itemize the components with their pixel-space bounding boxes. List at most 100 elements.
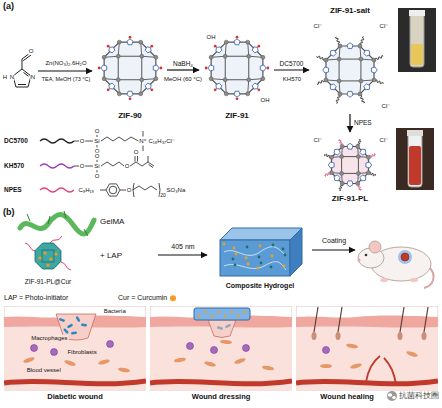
chemical-structure: [148, 156, 149, 162]
mof-cage-shape: [347, 181, 353, 187]
mof-cage-shape: [107, 88, 110, 91]
mof-cage-shape: [98, 67, 101, 70]
panel-letter: (a): [3, 2, 14, 12]
mof-cage-shape: [98, 36, 163, 101]
mof-cage-shape: [140, 54, 144, 58]
mof-cage-shape: [154, 55, 158, 59]
wound-panel-shape: [296, 326, 438, 390]
chemical-structure: [133, 186, 158, 190]
loaded-cage: [42, 250, 54, 262]
wound-panel-shape: [234, 357, 247, 365]
hydrogel-block-shape: [232, 258, 235, 261]
mof-cage-shape: [139, 92, 143, 96]
mof-cage-shape: [358, 92, 362, 96]
mof-cage-shape: [208, 65, 214, 71]
node-label: Diabetic wound: [46, 393, 103, 401]
mof-cage-shape: [214, 88, 217, 91]
mof-cage-shape: [159, 67, 162, 70]
mof-cage-shape: [330, 155, 334, 159]
mof-cage-shape: [339, 59, 361, 81]
wound-panel-shape: [150, 306, 292, 390]
wound-panel-shape: [211, 347, 218, 354]
chemical-structure: [101, 162, 124, 166]
mof-cage-shape: [260, 65, 266, 71]
wound-panel: BacteriaMacrophagesFibroblastsBlood vess…: [4, 306, 146, 404]
mof-cage-shape: [312, 4, 388, 112]
chemical-structure: [120, 190, 126, 191]
loaded-cage: [43, 251, 46, 254]
mouse: [369, 241, 381, 253]
loaded-cage: [38, 256, 41, 259]
mof-cage-shape: [252, 47, 258, 53]
wound-panel-shape: [422, 332, 427, 340]
mof-cage-shape: [366, 171, 370, 175]
mof-cage-shape: [372, 78, 376, 82]
mof-cage-shape: [337, 57, 341, 61]
wound-panel-shape: [107, 341, 114, 348]
chemical-structure: [143, 131, 144, 137]
mof-cage-shape: [247, 54, 251, 58]
aldehyde-molecule: [23, 55, 31, 61]
mof-cage-shape: [216, 83, 222, 89]
mof-cage-shape: [347, 43, 353, 49]
hydrogel-block-shape: [284, 254, 287, 257]
wound-panel-shape: [51, 349, 58, 356]
node-label: Bacteria: [103, 308, 127, 315]
wound-panel-shape: [23, 356, 36, 364]
vial-photo: [407, 130, 423, 136]
mof-cage-shape: [127, 91, 133, 97]
material-label: GelMA: [100, 218, 124, 227]
vial-photo: [396, 8, 436, 190]
mof-cage-shape: [246, 92, 250, 96]
chemical-structure: [97, 135, 98, 138]
atom-label: O: [79, 163, 85, 170]
gelma-chain: [20, 214, 94, 234]
mof-cage-shape: [332, 147, 369, 184]
mof-cage-shape: [117, 40, 121, 44]
hydrogel-block-shape: [258, 256, 261, 259]
hydrogel-block-shape: [223, 243, 226, 246]
hydrogel-block-shape: [259, 245, 262, 248]
mof-cage: ZIF-91-salt: [312, 4, 388, 112]
reagent-label: KH570: [283, 76, 301, 83]
mof-cage-shape: [366, 162, 372, 168]
mof-cage-shape: [224, 40, 228, 44]
wound-panel-shape: [118, 367, 131, 373]
wound-panel-shape: [296, 306, 438, 390]
note-label: LAP = Photo-initiator: [4, 294, 68, 302]
mof-cage-shape: [116, 78, 120, 82]
atom-label: O: [133, 149, 139, 156]
mouse: [410, 278, 418, 282]
wound-panel-shape: [320, 364, 332, 368]
reagent-label: DC5700: [280, 60, 304, 67]
hydrogel-block-shape: [290, 228, 302, 276]
repeat-number: 20: [160, 193, 167, 199]
mof-cage-shape: [257, 45, 260, 48]
hydrogel-block-shape: [233, 247, 236, 250]
aldehyde-molecule: [18, 84, 26, 85]
hydrogel-block-shape: [220, 228, 302, 276]
wound-panel-shape: [81, 323, 87, 327]
wound-panel-shape: [211, 315, 214, 318]
ion-label: Cl⁻: [381, 103, 391, 110]
vial-photo: [409, 10, 425, 16]
mof-cage-shape: [338, 92, 342, 96]
legend-text: Cur = Curcumin: [118, 294, 167, 302]
mouse: [401, 253, 409, 261]
ion-label: Cl⁻: [379, 23, 389, 30]
atom-label: O: [28, 48, 34, 55]
mof-cage-shape: [129, 97, 132, 100]
mof-cage-shape: [340, 155, 344, 159]
mof-cage-shape: [324, 139, 375, 190]
mof-cage-shape: [234, 91, 240, 97]
wound-panel-shape: [204, 361, 217, 368]
node-label: Wound healing: [319, 393, 375, 401]
wound-panel-shape: [296, 316, 438, 328]
mof-cage-shape: [104, 42, 156, 94]
legend-swatch: [170, 295, 176, 301]
wound-panel-shape: [336, 332, 341, 340]
watermark: 抗菌科技圈: [399, 392, 439, 400]
mof-cage-shape: [358, 44, 362, 48]
mof-cage-shape: [236, 97, 239, 100]
mof-cage-shape: [101, 65, 107, 71]
